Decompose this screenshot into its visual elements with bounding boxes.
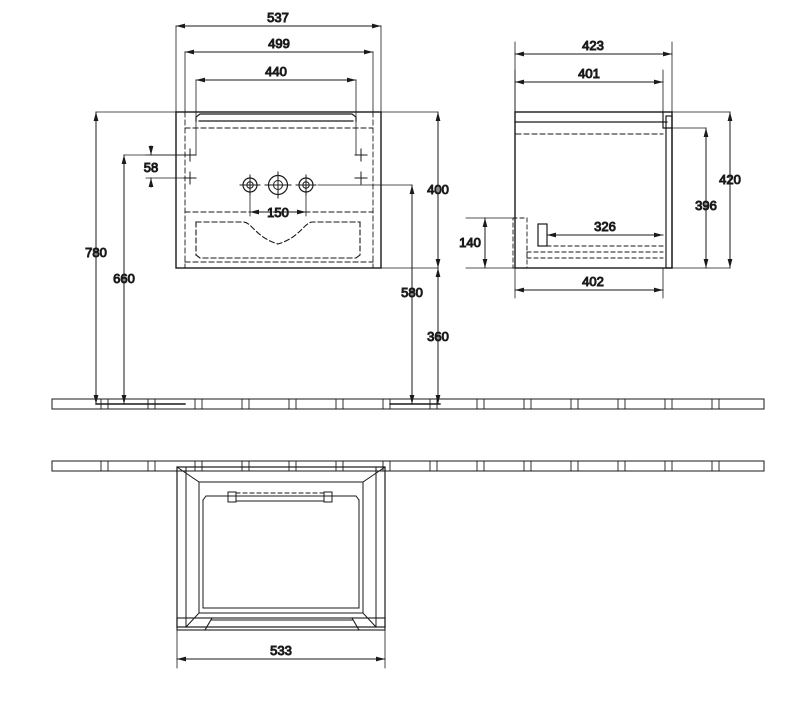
dim-401-label: 401 — [578, 66, 600, 81]
dim-440-label: 440 — [265, 64, 287, 79]
dim-580: 580 — [401, 184, 423, 405]
dim-140-label: 140 — [459, 235, 481, 250]
front-mount-holes-left — [183, 148, 197, 185]
dim-396-label: 396 — [695, 198, 717, 213]
dim-423-label: 423 — [582, 38, 604, 53]
front-view: 537 499 440 — [85, 10, 449, 405]
front-hidden-lines — [184, 111, 374, 269]
bottom-view: 533 — [176, 466, 386, 669]
bottom-front-edge — [176, 617, 386, 631]
dim-400-label: 400 — [427, 182, 449, 197]
dim-660-label: 660 — [113, 271, 135, 286]
dim-440: 440 — [195, 64, 357, 83]
dim-402-label: 402 — [582, 274, 604, 289]
bottom-drawer-panel — [202, 495, 360, 609]
floor-line-upper — [51, 398, 765, 410]
dim-660: 660 — [113, 154, 135, 405]
bottom-inner-walls — [176, 466, 386, 628]
dim-780-label: 780 — [85, 245, 107, 260]
floor-line-lower — [51, 460, 765, 472]
front-tap-holes — [239, 171, 317, 199]
dim-499: 499 — [184, 36, 374, 55]
dim-533: 533 — [176, 629, 386, 669]
dim-423: 423 — [514, 38, 673, 57]
dim-420: 420 — [719, 111, 741, 269]
dim-326: 326 — [546, 219, 664, 238]
bottom-handle-rail — [227, 491, 333, 503]
front-cabinet-body — [175, 111, 382, 269]
dim-401: 401 — [514, 66, 664, 85]
dim-140: 140 — [459, 217, 516, 269]
dim-537-label: 537 — [267, 10, 289, 25]
side-view: 423 401 — [459, 38, 741, 299]
dim-360-label: 360 — [427, 329, 449, 344]
side-mount-bracket — [512, 217, 664, 269]
dim-58-label: 58 — [144, 160, 158, 175]
side-height-witness-lines — [671, 111, 731, 269]
front-basin-outline — [195, 221, 361, 259]
dim-360: 360 — [427, 267, 449, 405]
dim-537: 537 — [175, 10, 382, 29]
dim-150-label: 150 — [267, 205, 289, 220]
front-height-witness-lines — [95, 111, 439, 269]
dim-499-label: 499 — [268, 36, 290, 51]
dim-420-label: 420 — [719, 172, 741, 187]
dim-780: 780 — [85, 111, 107, 405]
dim-402: 402 — [514, 267, 664, 299]
side-countertop — [514, 111, 673, 135]
front-handle-rail — [195, 113, 357, 122]
dim-58: 58 — [143, 145, 197, 188]
dim-533-label: 533 — [270, 643, 292, 658]
dim-580-label: 580 — [401, 285, 423, 300]
dim-150: 150 — [249, 191, 307, 221]
bottom-outer-box — [176, 466, 386, 628]
front-mount-holes-right — [354, 148, 368, 185]
dim-400: 400 — [427, 111, 449, 269]
dim-326-label: 326 — [594, 219, 616, 234]
dim-396: 396 — [695, 127, 717, 269]
side-rear-bracket — [665, 115, 673, 269]
